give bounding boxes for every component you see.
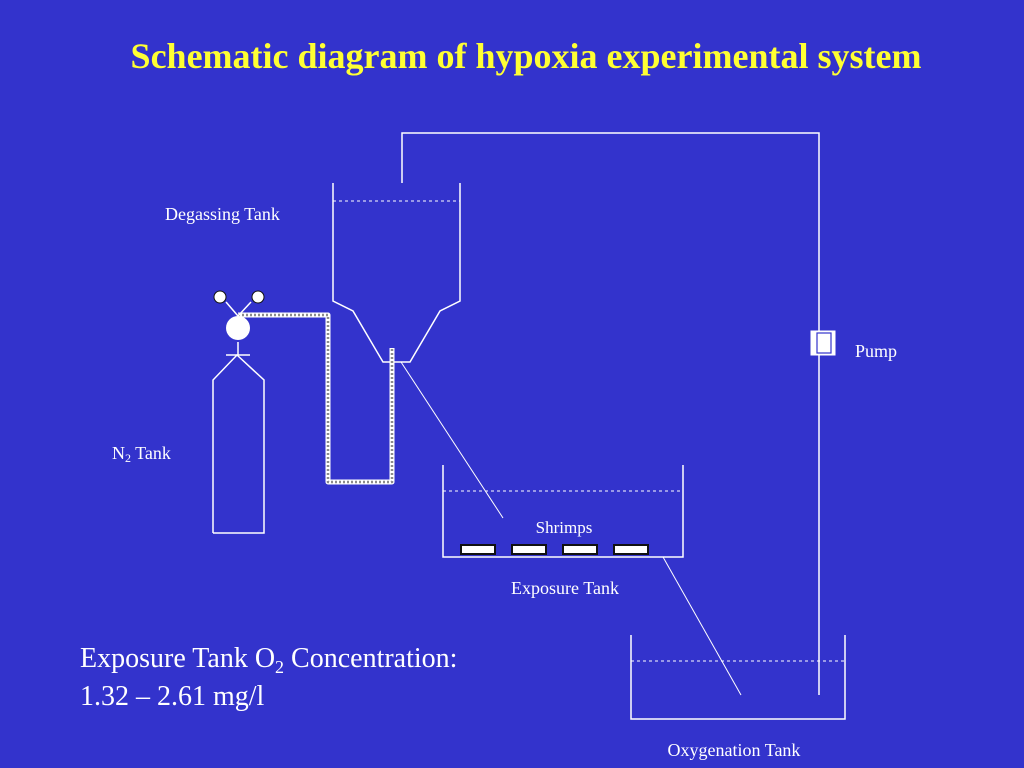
degassing-outflow-line <box>400 361 504 519</box>
concentration-note-value: 1.32 – 2.61 mg/l <box>80 681 265 712</box>
shrimps-label: Shrimps <box>535 518 593 537</box>
pump-label: Pump <box>855 341 898 361</box>
concentration-note-subscript: 2 <box>275 657 285 677</box>
exposure-outflow-line <box>662 556 742 696</box>
concentration-note-line1: Exposure Tank O2 Concentration: <box>80 640 457 678</box>
oxygenation-tank <box>630 635 846 720</box>
shrimp-holder <box>511 544 547 555</box>
n2-tank-label: N2 Tank <box>112 443 171 465</box>
pressure-gauge-left <box>213 290 227 304</box>
shrimp-holder <box>562 544 598 555</box>
degassing-tank <box>332 183 461 363</box>
pump <box>810 330 836 356</box>
n2-tank-label-suffix: Tank <box>131 443 171 463</box>
slide-title: Schematic diagram of hypoxia experimenta… <box>0 34 1024 78</box>
oxygenation-tank-label: Oxygenation Tank <box>667 740 801 760</box>
shrimp-holder <box>613 544 649 555</box>
concentration-note-prefix: Exposure Tank O <box>80 643 276 674</box>
exposure-tank <box>442 465 684 558</box>
shrimp-holders <box>460 544 649 555</box>
concentration-note-suffix: Concentration: <box>284 643 458 674</box>
n2-tank-label-subscript: 2 <box>125 451 131 465</box>
regulator <box>213 290 265 340</box>
concentration-note: Exposure Tank O2 Concentration: 1.32 – 2… <box>80 640 457 716</box>
pressure-gauge-right <box>251 290 265 304</box>
n2-tank-label-prefix: N <box>112 443 125 463</box>
exposure-tank-label: Exposure Tank <box>511 578 619 598</box>
n2-gas-tubing <box>238 312 395 485</box>
return-pipe <box>401 132 820 695</box>
degassing-tank-label: Degassing Tank <box>165 204 280 224</box>
slide-title-text: Schematic diagram of hypoxia experimenta… <box>130 36 922 76</box>
n2-tank <box>212 342 265 534</box>
regulator-body <box>226 316 250 340</box>
shrimp-holder <box>460 544 496 555</box>
